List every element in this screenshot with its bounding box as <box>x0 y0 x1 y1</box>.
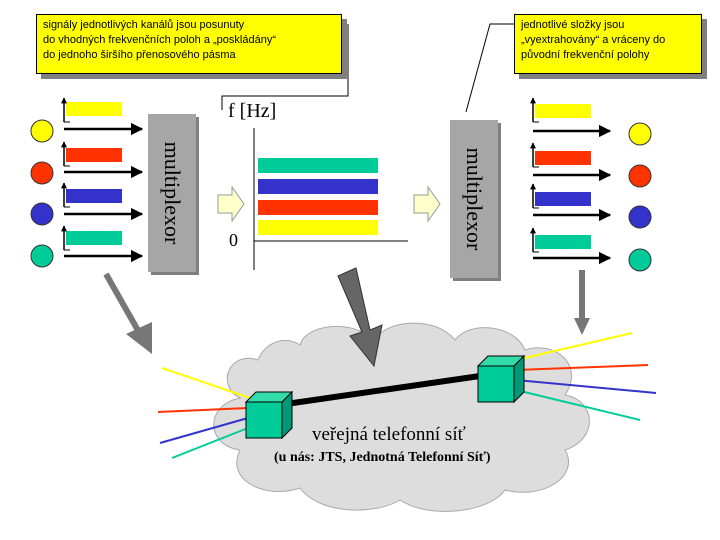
left-channel-3 <box>61 182 144 221</box>
input-dot-teal <box>30 244 54 268</box>
callout-right-line-3: původní frekvenční polohy <box>521 49 650 61</box>
subscriber-line-blue-left <box>159 417 249 444</box>
input-dot-red <box>30 161 54 185</box>
band-yellow <box>258 220 378 235</box>
gray-arrow-right <box>574 270 590 335</box>
right-channel-1 <box>530 97 612 138</box>
network-title: veřejná telefonní síť <box>312 424 466 445</box>
block-arrow-in <box>217 185 245 223</box>
band-blue <box>258 179 378 194</box>
multiplexor-right-label: multiplexor <box>462 147 487 251</box>
right-channel-3 <box>530 183 612 222</box>
right-callout-pointer <box>465 23 514 113</box>
subscriber-line-red-left <box>157 407 249 413</box>
callout-right-line-1: jednotlivé složky jsou <box>521 19 625 31</box>
output-dot-blue <box>628 205 652 229</box>
band-teal <box>258 158 378 173</box>
freq-axis-label: f [Hz] <box>228 100 277 122</box>
output-dot-teal <box>628 248 652 272</box>
trunk-line <box>285 373 481 407</box>
gray-arrow-center <box>337 267 383 368</box>
block-arrow-out <box>413 185 441 223</box>
multiplexor-left-label: multiplexor <box>160 141 185 245</box>
output-dot-yellow <box>628 122 652 146</box>
subscriber-line-yellow-right <box>515 332 633 361</box>
right-channel-2 <box>530 142 612 182</box>
callout-left-line-1: signály jednotlivých kanálů jsou posunut… <box>43 19 245 31</box>
subscriber-line-blue-right <box>515 379 657 394</box>
subscriber-line-yellow-left <box>161 367 251 399</box>
subscriber-line-teal-left <box>171 427 249 459</box>
callout-right: jednotlivé složky jsou „vyextrahovány“ a… <box>514 14 702 74</box>
subscriber-line-teal-right <box>515 389 641 421</box>
input-dot-yellow <box>30 119 54 143</box>
switch-cube-left <box>244 390 294 440</box>
multiplexor-right: multiplexor <box>450 120 498 278</box>
network-subtitle: (u nás: JTS, Jednotná Telefonní Síť) <box>274 450 491 465</box>
gray-arrow-left <box>103 272 152 354</box>
left-channel-2 <box>61 141 144 179</box>
band-red <box>258 200 378 215</box>
callout-left-line-2: do vhodných frekvenčních poloh a „posklá… <box>43 34 276 46</box>
left-channel-4 <box>61 225 144 263</box>
callout-left: signály jednotlivých kanálů jsou posunut… <box>36 14 342 74</box>
callout-right-line-2: „vyextrahovány“ a vráceny do <box>521 34 666 46</box>
callout-left-line-3: do jednoho širšího přenosového pásma <box>43 49 236 61</box>
switch-cube-right <box>476 354 526 404</box>
right-channel-4 <box>530 227 612 265</box>
multiplexor-left: multiplexor <box>148 114 196 272</box>
freq-axis-zero: 0 <box>229 230 238 250</box>
input-dot-blue <box>30 202 54 226</box>
subscriber-line-red-right <box>515 364 649 371</box>
left-channel-1 <box>61 97 144 136</box>
left-callout-pointer <box>221 24 349 110</box>
output-dot-red <box>628 164 652 188</box>
